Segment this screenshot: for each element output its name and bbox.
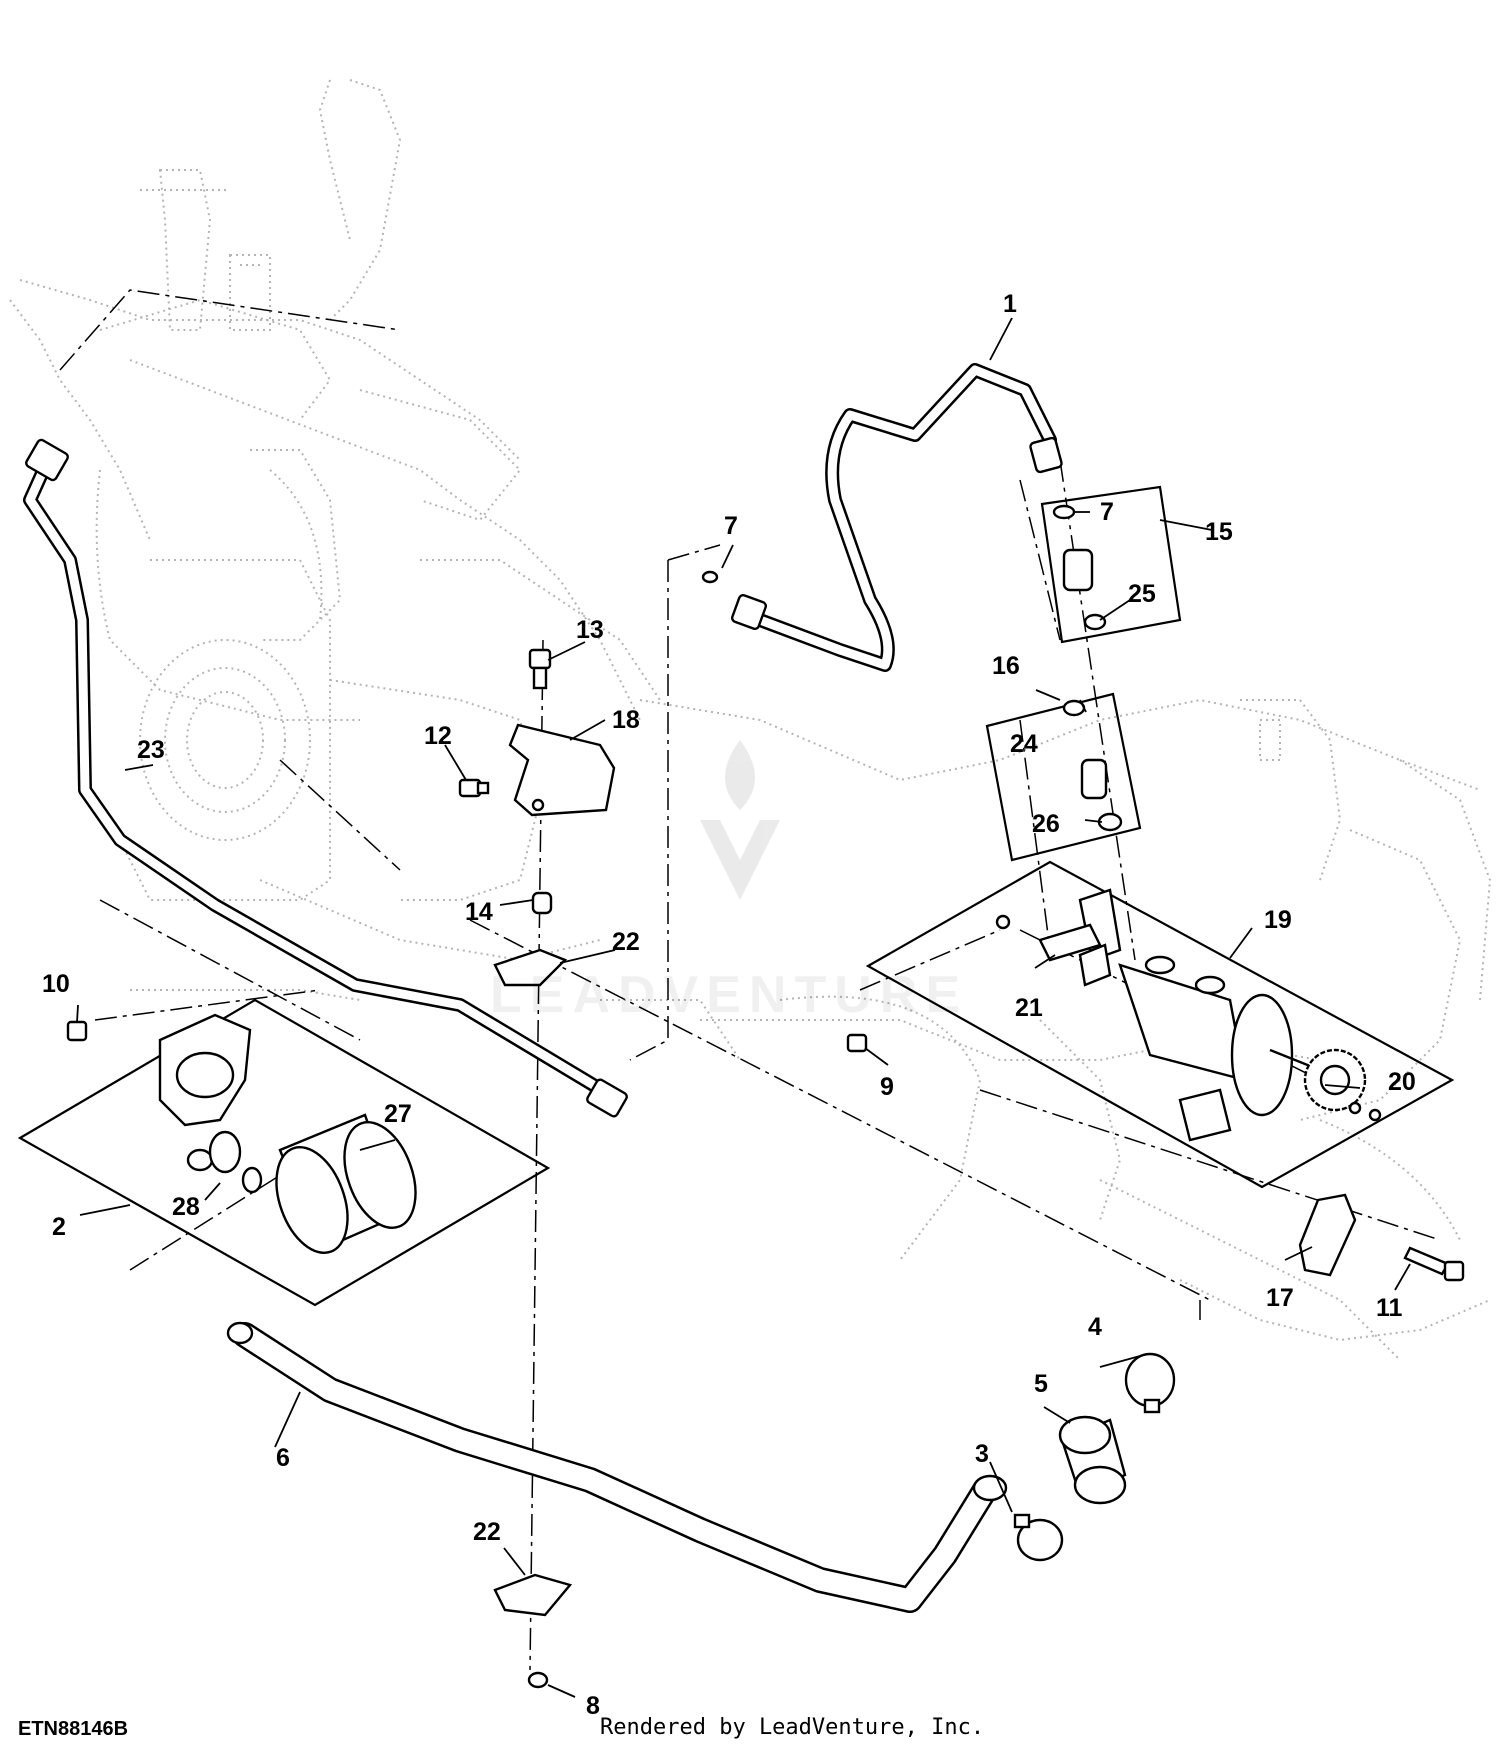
part-8-nut — [527, 1671, 549, 1689]
callout-11: 11 — [1376, 1294, 1403, 1322]
callout-25: 25 — [1128, 580, 1156, 608]
render-credit: Rendered by LeadVenture, Inc. — [600, 1715, 985, 1740]
callout-21: 21 — [1015, 994, 1043, 1022]
part-6-hose — [226, 1321, 1008, 1613]
part-2-filter-head — [158, 1013, 252, 1174]
kit-frame-16 — [985, 692, 1142, 862]
part-13-bolt — [528, 648, 552, 690]
callout-9: 9 — [880, 1073, 894, 1101]
callout-28: 28 — [172, 1193, 200, 1221]
part-22-clamp-upper — [493, 948, 568, 987]
part-14-bushing — [531, 891, 553, 915]
watermark-text: LEADVENTURE — [490, 966, 969, 1024]
figure-id: ETN88146B — [18, 1718, 129, 1740]
part-12-bolt — [458, 778, 490, 798]
part-1-hydraulic-line — [730, 363, 1063, 672]
part-5-hose-adapter — [1058, 1415, 1127, 1505]
callout-16: 16 — [992, 652, 1020, 680]
callout-7-kit: 7 — [1100, 498, 1114, 526]
callout-26: 26 — [1032, 810, 1060, 838]
part-7-o-ring-kit — [1052, 504, 1076, 520]
part-18-bracket — [508, 723, 616, 817]
part-16-fitting — [1080, 758, 1108, 800]
callout-20: 20 — [1388, 1068, 1416, 1096]
part-25-o-ring — [1083, 613, 1107, 631]
part-3-clamp — [1013, 1513, 1064, 1562]
part-21-bracket — [1078, 943, 1112, 987]
part-23-steel-tube — [23, 438, 628, 1118]
part-26-o-ring — [1097, 812, 1123, 832]
callout-2: 2 — [52, 1213, 66, 1241]
callout-19: 19 — [1264, 906, 1292, 934]
callout-7-upper: 7 — [724, 512, 738, 540]
callout-24: 24 — [1010, 730, 1038, 758]
callout-17: 17 — [1266, 1284, 1294, 1312]
callout-3: 3 — [975, 1440, 989, 1468]
callout-22-lower: 22 — [473, 1518, 501, 1546]
callout-18: 18 — [612, 706, 640, 734]
callout-22-upper: 22 — [612, 928, 640, 956]
part-28-o-ring — [241, 1166, 263, 1194]
callout-leader-lines — [76, 317, 1411, 1698]
part-9-bolt — [846, 1033, 868, 1053]
part-7-o-ring-upper — [701, 570, 719, 584]
callout-labels: 1 2 3 4 5 6 7 7 8 9 10 11 12 13 14 15 16… — [42, 290, 1416, 1720]
callout-10: 10 — [42, 970, 70, 998]
callout-4: 4 — [1088, 1313, 1102, 1341]
callout-13: 13 — [576, 616, 604, 644]
callout-23: 23 — [137, 736, 165, 764]
kit-frame-15 — [1040, 485, 1182, 644]
part-19-hydraulic-pump — [995, 888, 1321, 1142]
callout-8: 8 — [586, 1692, 600, 1720]
part-4-clamp — [1124, 1352, 1176, 1414]
part-22-clamp-lower — [493, 1573, 573, 1617]
leadventure-logo-watermark — [700, 740, 780, 900]
part-10-bolt — [66, 1020, 88, 1042]
part-20-drive-gear — [1303, 1048, 1382, 1122]
part-17-gasket — [1298, 1193, 1357, 1277]
callout-1: 1 — [1003, 290, 1017, 318]
callout-6: 6 — [276, 1444, 290, 1472]
callout-15: 15 — [1205, 518, 1233, 546]
part-11-bolt — [1403, 1246, 1465, 1282]
part-27-oil-filter — [275, 1113, 417, 1255]
callout-5: 5 — [1034, 1370, 1048, 1398]
callout-12: 12 — [424, 722, 452, 750]
kit-frame-19 — [865, 860, 1455, 1189]
callout-14: 14 — [465, 898, 493, 926]
part-15-fitting — [1062, 548, 1094, 592]
callout-27: 27 — [384, 1100, 412, 1128]
